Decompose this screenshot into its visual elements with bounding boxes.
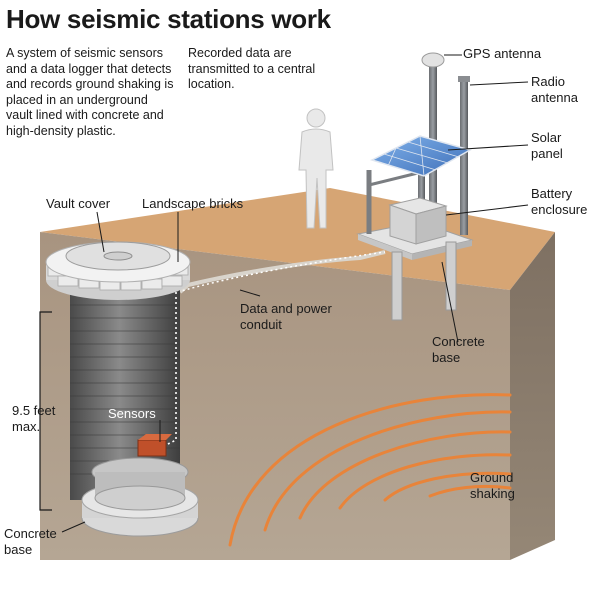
label-concrete-base-right-line2: base — [432, 350, 461, 365]
solar-panel-grid — [383, 135, 460, 177]
label-conduit-line1: Data and power — [240, 301, 332, 316]
label-sensors: Sensors — [108, 406, 156, 421]
sensor-box-top — [138, 434, 172, 440]
vault-cover-handle — [103, 251, 133, 261]
gps-antenna — [421, 52, 445, 68]
station-leg-right — [445, 241, 457, 311]
battery-enclosure-side — [415, 205, 447, 245]
sensor-platform-bottom — [94, 485, 186, 511]
label-conduit-line2: conduit — [240, 317, 282, 332]
transmission-note: Recorded data are transmitted to a centr… — [188, 46, 316, 91]
station-slab-side — [412, 240, 472, 260]
leader-lines — [61, 54, 529, 533]
label-landscape-bricks: Landscape bricks — [142, 196, 244, 211]
label-concrete-base-left-line2: base — [4, 542, 33, 557]
label-depth-line1: 9.5 feet — [12, 403, 56, 418]
conduit-dotted — [177, 251, 386, 293]
ground-shaking-waves — [228, 393, 512, 547]
conduit-line — [178, 250, 386, 294]
label-radio-antenna-line1: Radio — [531, 74, 565, 89]
label-radio-antenna-line2: antenna — [531, 90, 578, 105]
label-solar-panel-line1: Solar — [531, 130, 562, 145]
station-leg-left — [391, 251, 403, 321]
label-ground-shaking-line1: Ground — [470, 470, 514, 485]
page-title: How seismic stations work — [6, 4, 331, 34]
front-pole — [418, 150, 425, 240]
label-concrete-base-left-line1: Concrete — [4, 526, 57, 541]
sensor-box — [137, 439, 167, 457]
solar-panel — [369, 135, 472, 177]
label-concrete-base-right-line1: Concrete — [432, 334, 485, 349]
label-gps-antenna: GPS antenna — [463, 46, 542, 61]
radio-antenna — [458, 76, 470, 82]
label-solar-panel-line2: panel — [531, 146, 563, 161]
label-depth-line2: max. — [12, 419, 41, 434]
label-vault-cover: Vault cover — [46, 196, 111, 211]
label-battery-line2: enclosure — [531, 202, 588, 217]
radio-pole — [460, 80, 468, 235]
soil-side-face — [510, 232, 555, 560]
label-battery-line1: Battery — [531, 186, 573, 201]
label-ground-shaking-line2: shaking — [470, 486, 515, 501]
intro-text: A system of seismic sensors and a data l… — [6, 46, 174, 138]
depth-bracket — [39, 311, 52, 511]
person-figure — [298, 108, 334, 229]
